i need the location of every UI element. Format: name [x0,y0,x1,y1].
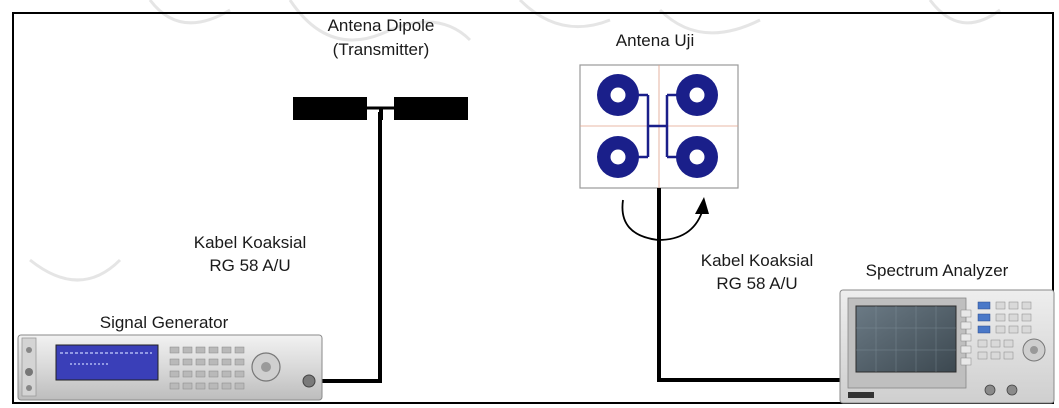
cable-right-label-line1: Kabel Koaksial [701,251,813,270]
antenna-ring-top-right [676,74,718,116]
cable-left-label-line1: Kabel Koaksial [194,233,306,252]
dipole-label-line2: (Transmitter) [333,40,430,59]
dipole-right-element [394,97,468,120]
test-antenna [579,64,739,189]
spectrum-analyzer-device [839,289,1055,404]
coax-cable-right [657,188,845,382]
signal-generator-device [17,334,323,401]
dipole-antenna [293,97,468,120]
signal-generator-label: Signal Generator [100,313,229,332]
antenna-ring-top-left [597,74,639,116]
cable-left-label-line2: RG 58 A/U [209,256,290,275]
dipole-label-line1: Antena Dipole [328,16,435,35]
cable-right-label-line2: RG 58 A/U [716,274,797,293]
diagram-frame [12,12,1054,404]
antenna-ring-bottom-left [597,136,639,178]
coax-cable-left [320,112,382,383]
spectrum-analyzer-screen [855,305,957,373]
signal-generator-rf-out [302,374,316,388]
antenna-feed-network [638,93,677,159]
dipole-left-element [293,97,367,120]
background-watermark [29,0,1001,282]
spectrum-analyzer-label: Spectrum Analyzer [866,261,1009,280]
rotation-arrow-icon [621,197,709,241]
test-antenna-label: Antena Uji [616,31,694,50]
signal-generator-display [55,344,159,381]
antenna-ring-bottom-right [676,136,718,178]
spectrum-analyzer-rf-in [984,384,996,396]
